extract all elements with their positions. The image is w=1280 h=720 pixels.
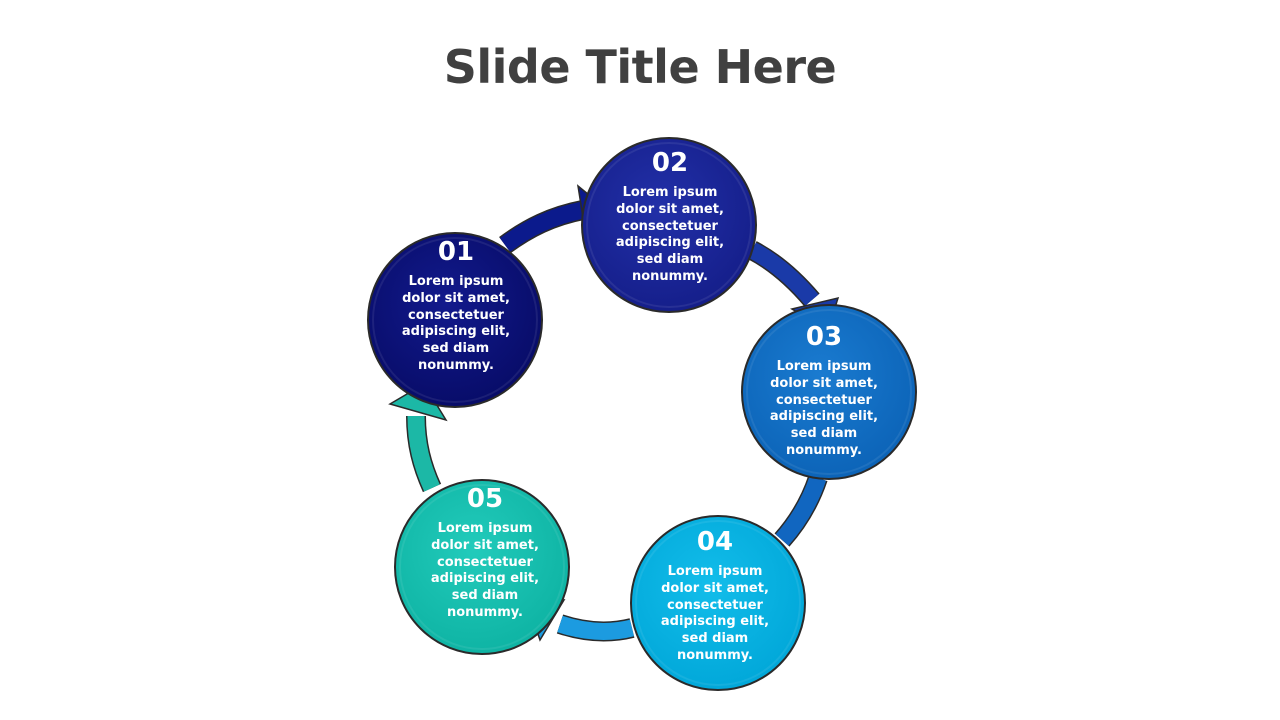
circle-step-04 bbox=[630, 515, 806, 691]
step-number: 02 bbox=[651, 148, 689, 178]
step-number: 01 bbox=[437, 237, 475, 267]
circle-step-02 bbox=[581, 137, 757, 313]
step-05: 05 Lorem ipsum dolor sit amet, consectet… bbox=[399, 484, 571, 622]
step-02: 02 Lorem ipsum dolor sit amet, consectet… bbox=[584, 148, 756, 286]
slide-title: Slide Title Here bbox=[443, 40, 837, 94]
step-text: Lorem ipsum dolor sit amet, consectetuer… bbox=[430, 521, 540, 620]
circle-step-05 bbox=[394, 479, 570, 655]
step-number: 04 bbox=[696, 527, 734, 557]
circle-step-03 bbox=[741, 304, 917, 480]
step-03: 03 Lorem ipsum dolor sit amet, consectet… bbox=[738, 322, 910, 460]
step-number: 03 bbox=[805, 322, 843, 352]
step-text: Lorem ipsum dolor sit amet, consectetuer… bbox=[615, 185, 725, 284]
circle-step-01 bbox=[367, 232, 543, 408]
step-text: Lorem ipsum dolor sit amet, consectetuer… bbox=[660, 564, 770, 663]
step-01: 01 Lorem ipsum dolor sit amet, consectet… bbox=[370, 237, 542, 375]
step-text: Lorem ipsum dolor sit amet, consectetuer… bbox=[769, 359, 879, 458]
step-number: 05 bbox=[466, 484, 504, 514]
step-text: Lorem ipsum dolor sit amet, consectetuer… bbox=[401, 274, 511, 373]
step-04: 04 Lorem ipsum dolor sit amet, consectet… bbox=[629, 527, 801, 665]
